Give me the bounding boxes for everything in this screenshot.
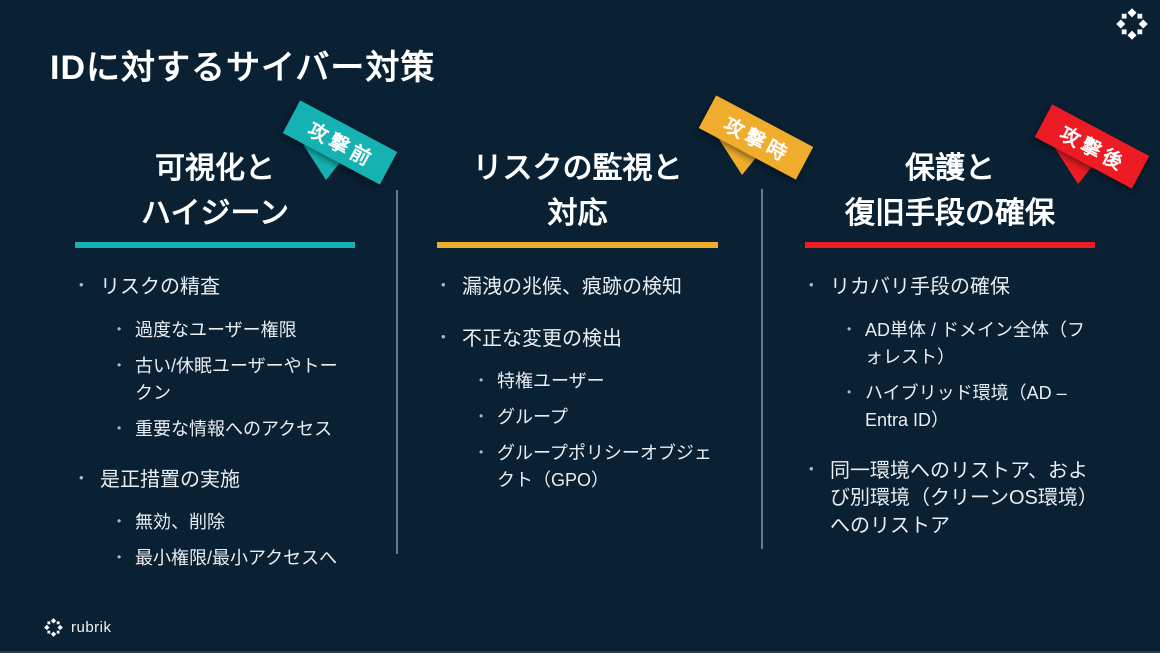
bullet-item: • 不正な変更の検出 <box>437 326 718 354</box>
rubrik-logo-icon <box>1116 8 1148 40</box>
ribbon-after-attack: 攻撃後 <box>1034 102 1160 207</box>
column-heading-line: 可視化と <box>155 152 275 185</box>
bullet-dot-icon: • <box>79 277 84 292</box>
bullet-item: • グループポリシーオブジェクト（GPO） <box>437 440 718 494</box>
bullet-text: ハイブリッド環境（AD – Entra ID） <box>865 382 1067 430</box>
bullet-dot-icon: • <box>479 409 484 424</box>
bullet-dot-icon: • <box>117 357 122 372</box>
bullet-dot-icon: • <box>809 277 814 292</box>
bullet-text: 漏洩の兆候、痕跡の検知 <box>462 276 682 298</box>
column-heading: 可視化とハイジーン <box>75 100 355 236</box>
bullet-dot-icon: • <box>117 321 122 336</box>
slide-bottom-edge <box>0 651 1160 653</box>
bullet-text: グループポリシーオブジェクト（GPO） <box>497 443 712 491</box>
bullet-dot-icon: • <box>117 420 122 435</box>
footer-logo-text: rubrik <box>71 619 112 636</box>
bullet-dot-icon: • <box>117 514 122 529</box>
bullet-dot-icon: • <box>847 321 852 336</box>
bullet-list: • リカバリ手段の確保 • AD単体 / ドメイン全体（フォレスト） • ハイブリッド環境… <box>805 274 1095 540</box>
bullet-dot-icon: • <box>847 384 852 399</box>
page-title: IDに対するサイバー対策 <box>50 49 436 87</box>
bullet-text: 不正な変更の検出 <box>462 327 622 350</box>
column-heading-line: 保護と <box>905 152 995 185</box>
bullet-dot-icon: • <box>479 445 484 460</box>
column-heading-line: 復旧手段の確保 <box>845 197 1055 230</box>
bullet-dot-icon: • <box>117 550 122 565</box>
bullet-text: 同一環境へのリストア、および別環境（クリーンOS環境）へのリストア <box>830 459 1088 537</box>
bullet-item: • 過度なユーザー権限 <box>75 317 355 344</box>
heading-underline <box>805 242 1095 248</box>
bullet-list: • 漏洩の兆候、痕跡の検知 • 不正な変更の検出 • 特権ユーザー • グループ • グループポリ… <box>437 274 718 494</box>
bullet-item: • 是正措置の実施 <box>75 467 355 495</box>
column-heading: リスクの監視と対応 <box>437 100 718 236</box>
bullet-list: • リスクの精査 • 過度なユーザー権限 • 古い/休眠ユーザーやトークン • 重要な情報への… <box>75 274 355 572</box>
bullet-dot-icon: • <box>809 460 814 476</box>
bullet-item: • 古い/休眠ユーザーやトークン <box>75 353 355 407</box>
ribbon-label: 攻撃前 <box>282 100 398 185</box>
bullet-text: 特権ユーザー <box>497 371 605 392</box>
bullet-item: • AD単体 / ドメイン全体（フォレスト） <box>805 317 1095 371</box>
bullet-text: 過度なユーザー権限 <box>135 319 297 340</box>
bullet-item: • 漏洩の兆候、痕跡の検知 <box>437 274 718 302</box>
bullet-text: 古い/休眠ユーザーやトークン <box>135 355 338 403</box>
bullet-text: 無効、削除 <box>135 512 225 533</box>
bullet-item: • 最小権限/最小アクセスへ <box>75 545 355 572</box>
heading-underline <box>75 242 355 248</box>
bullet-text: 重要な情報へのアクセス <box>135 418 333 439</box>
ribbon-label: 攻撃時 <box>698 95 814 180</box>
column-during-attack: 攻撃時リスクの監視と対応 • 漏洩の兆候、痕跡の検知 • 不正な変更の検出 • 特権ユーザー… <box>437 95 814 503</box>
heading-underline <box>437 242 718 248</box>
column-divider <box>761 189 763 549</box>
ribbon-during-attack: 攻撃時 <box>698 93 836 198</box>
column-heading-line: 対応 <box>547 197 608 230</box>
bullet-item: • リスクの精査 <box>75 274 355 302</box>
bullet-text: 最小権限/最小アクセスへ <box>135 548 338 569</box>
bullet-dot-icon: • <box>441 277 446 292</box>
ribbon-before-attack: 攻撃前 <box>282 98 420 203</box>
rubrik-logo-icon <box>44 618 63 637</box>
column-before-attack: 攻撃前可視化とハイジーン • リスクの精査 • 過度なユーザー権限 • 古い/休眠ユーザーや… <box>75 100 398 581</box>
bullet-dot-icon: • <box>79 469 84 485</box>
bullet-item: • 無効、削除 <box>75 509 355 536</box>
bullet-text: 是正措置の実施 <box>100 468 240 491</box>
bullet-item: • リカバリ手段の確保 <box>805 274 1095 302</box>
bullet-dot-icon: • <box>479 373 484 388</box>
column-heading-line: リスクの監視と <box>472 152 683 185</box>
column-heading: 保護と復旧手段の確保 <box>805 100 1095 236</box>
bullet-text: AD単体 / ドメイン全体（フォレスト） <box>865 319 1086 367</box>
bullet-item: • ハイブリッド環境（AD – Entra ID） <box>805 380 1095 434</box>
bullet-text: リカバリ手段の確保 <box>830 276 1010 298</box>
column-heading-line: ハイジーン <box>141 197 289 230</box>
column-divider <box>396 190 398 554</box>
bullet-item: • 重要な情報へのアクセス <box>75 416 355 443</box>
bullet-text: リスクの精査 <box>100 276 220 298</box>
column-after-attack: 攻撃後保護と復旧手段の確保 • リカバリ手段の確保 • AD単体 / ドメイン全体（フォ… <box>805 100 1150 555</box>
bullet-item: • グループ <box>437 404 718 431</box>
bullet-item: • 同一環境へのリストア、および別環境（クリーンOS環境）へのリストア <box>805 458 1095 541</box>
bullet-dot-icon: • <box>441 328 446 344</box>
bullet-text: グループ <box>497 407 568 428</box>
bullet-item: • 特権ユーザー <box>437 368 718 395</box>
footer-logo: rubrik <box>44 618 112 637</box>
ribbon-label: 攻撃後 <box>1034 104 1150 189</box>
